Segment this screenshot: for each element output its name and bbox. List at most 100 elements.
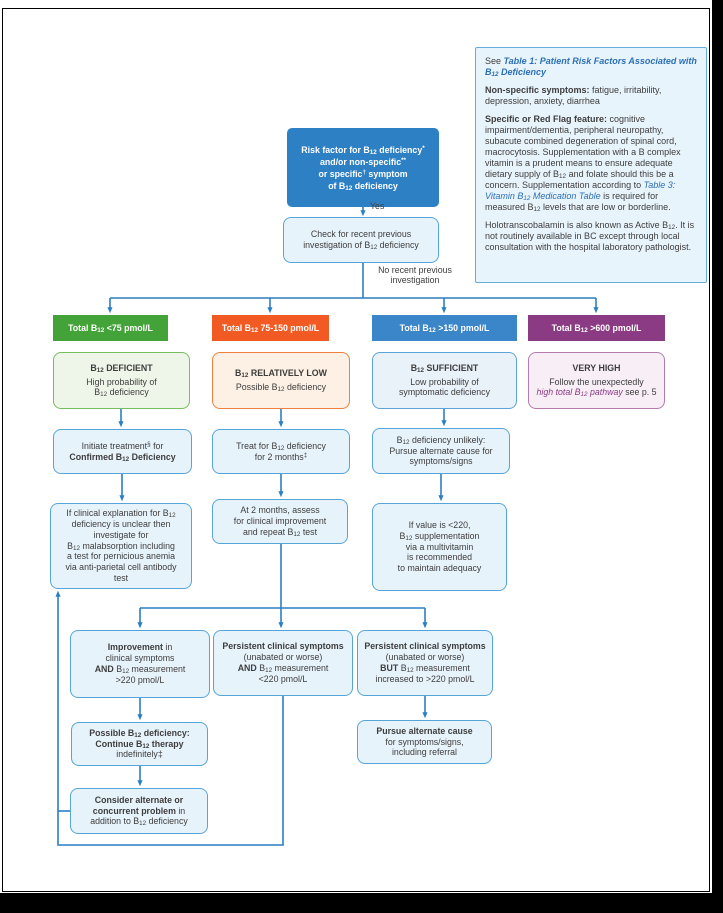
assessment-title: B12 RELATIVELY LOW <box>235 368 327 379</box>
text-line: symptomatic deficiency <box>399 387 490 398</box>
text-line: Holotranscobalamin is also known as Acti… <box>485 220 695 252</box>
text-line: B12 supplementation <box>399 530 480 542</box>
text-line: AND B12 measurement <box>237 663 329 674</box>
text-line: for 2 months‡ <box>254 451 308 462</box>
reference-link[interactable]: 12 <box>491 71 499 78</box>
text-line: No recent previous <box>378 265 452 275</box>
text-line: investigate for <box>93 529 149 540</box>
text-line: test <box>113 572 129 583</box>
text-line: or specific† symptom <box>318 168 408 179</box>
reference-link[interactable]: Deficiency <box>498 67 547 77</box>
text-line: via a multivitamin <box>405 541 474 552</box>
text-line: Follow the unexpectedly <box>549 376 644 387</box>
text-line: BUT B12 measurement <box>380 663 470 674</box>
reference-link[interactable]: 12 <box>523 195 531 202</box>
risk-factor-info-box: See Table 1: Patient Risk Factors Associ… <box>475 47 707 283</box>
text-line: Treat for B12 deficiency <box>236 440 326 452</box>
assessment-b12-relatively-low: B12 RELATIVELY LOW Possible B12 deficien… <box>212 352 350 409</box>
text-line: B12 deficiency unlikely: <box>396 434 486 446</box>
text-line: and/or non-specific** <box>319 156 407 167</box>
text-line: Low probability of <box>410 376 479 387</box>
text-line: B12 malabsorption including <box>67 540 175 552</box>
text-line: via anti-parietal cell antibody <box>65 562 177 573</box>
start-node-risk-factor: Risk factor for B12 deficiency*and/or no… <box>287 128 439 207</box>
text-line: VERY HIGH <box>572 362 621 373</box>
text-line: of B12 deficiency <box>328 180 398 192</box>
outcome-persistent-under-220: Persistent clinical symptoms(unabated or… <box>213 630 353 696</box>
text-line: indefinitely‡ <box>116 749 163 760</box>
text-line: is recommended <box>406 552 473 563</box>
text-line: Persistent clinical symptoms <box>222 641 344 652</box>
column-header-b12-75-150: Total B12 75-150 pmol/L <box>212 315 329 341</box>
text-line: Pursue alternate cause for <box>389 445 493 456</box>
reference-link[interactable]: Medication Table <box>530 191 601 201</box>
yes-label: Yes <box>370 201 385 211</box>
assessment-body: Possible B12 deficiency <box>236 382 326 393</box>
text-line: Possible B12 deficiency <box>235 382 327 393</box>
text-line: Continue B12 therapy <box>95 738 184 750</box>
text-line: investigation <box>390 275 440 285</box>
text-line: a test for pernicious anemia <box>66 551 176 562</box>
text-line: B12 deficiency <box>94 387 149 399</box>
text-line: If value is <220, <box>408 520 471 530</box>
text-line: Total B12 >600 pmol/L <box>551 323 642 334</box>
text-line: (unabated or worse) <box>243 652 323 663</box>
text-line: Check for recent previous <box>310 229 412 240</box>
text-line: Consider alternate or <box>94 794 184 805</box>
text-line: B12 RELATIVELY LOW <box>235 368 327 380</box>
text-line: Total B12 >150 pmol/L <box>399 323 490 334</box>
text-line: AND B12 measurement <box>94 664 186 675</box>
text-line: and repeat B12 test <box>242 526 318 538</box>
text-line: Persistent clinical symptoms <box>364 641 486 652</box>
text-line: Pursue alternate cause <box>376 725 473 736</box>
column-header-b12-over-600: Total B12 >600 pmol/L <box>528 315 665 341</box>
text-line: B12 DEFICIENT <box>90 362 153 374</box>
assessment-title: B12 DEFICIENT <box>90 363 152 374</box>
text-line: concurrent problem in <box>92 805 186 816</box>
text-line: for clinical improvement <box>233 516 327 527</box>
outcome-persistent-over-220: Persistent clinical symptoms(unabated or… <box>357 630 493 696</box>
text-line: including referral <box>391 747 458 758</box>
text-line: High probability of <box>86 376 157 387</box>
text-line: Possible B12 deficiency: <box>89 727 190 739</box>
text-line: to maintain adequacy <box>397 563 482 574</box>
text-line: deficiency is unclear then <box>71 519 171 529</box>
text-line: clinical symptoms <box>105 653 175 664</box>
assessment-title: VERY HIGH <box>573 363 621 374</box>
bottom-black-band <box>0 893 723 913</box>
text-line: At 2 months, assess <box>240 505 320 516</box>
reference-link[interactable]: Table 3: Vitamin B <box>485 180 676 201</box>
text-line: high total B12 pathway see p. 5 <box>536 387 657 399</box>
text-line: for symptoms/signs, <box>385 736 464 747</box>
text-line: Total B12 75-150 pmol/L <box>221 323 320 334</box>
reference-link[interactable]: Table 1: Patient Risk Factors Associated… <box>485 56 697 77</box>
text-line: increased to >220 pmol/L <box>375 673 475 684</box>
assessment-title: B12 SUFFICIENT <box>411 363 479 374</box>
text-line: (unabated or worse) <box>385 652 465 663</box>
text-line: See Table 1: Patient Risk Factors Associ… <box>485 56 697 78</box>
step-deficiency-unlikely: B12 deficiency unlikely:Pursue alternate… <box>372 428 510 474</box>
column-header-b12-over-150: Total B12 >150 pmol/L <box>372 315 517 341</box>
text-line: addition to B12 deficiency <box>90 816 188 828</box>
text-line: symptoms/signs <box>409 456 473 467</box>
text-line: Confirmed B12 Deficiency <box>69 451 176 463</box>
right-black-band <box>712 0 723 913</box>
text-line: Non-specific symptoms: fatigue, irritabi… <box>485 85 662 106</box>
text-line: B12 SUFFICIENT <box>410 362 479 374</box>
text-line: investigation of B12 deficiency <box>303 240 419 251</box>
